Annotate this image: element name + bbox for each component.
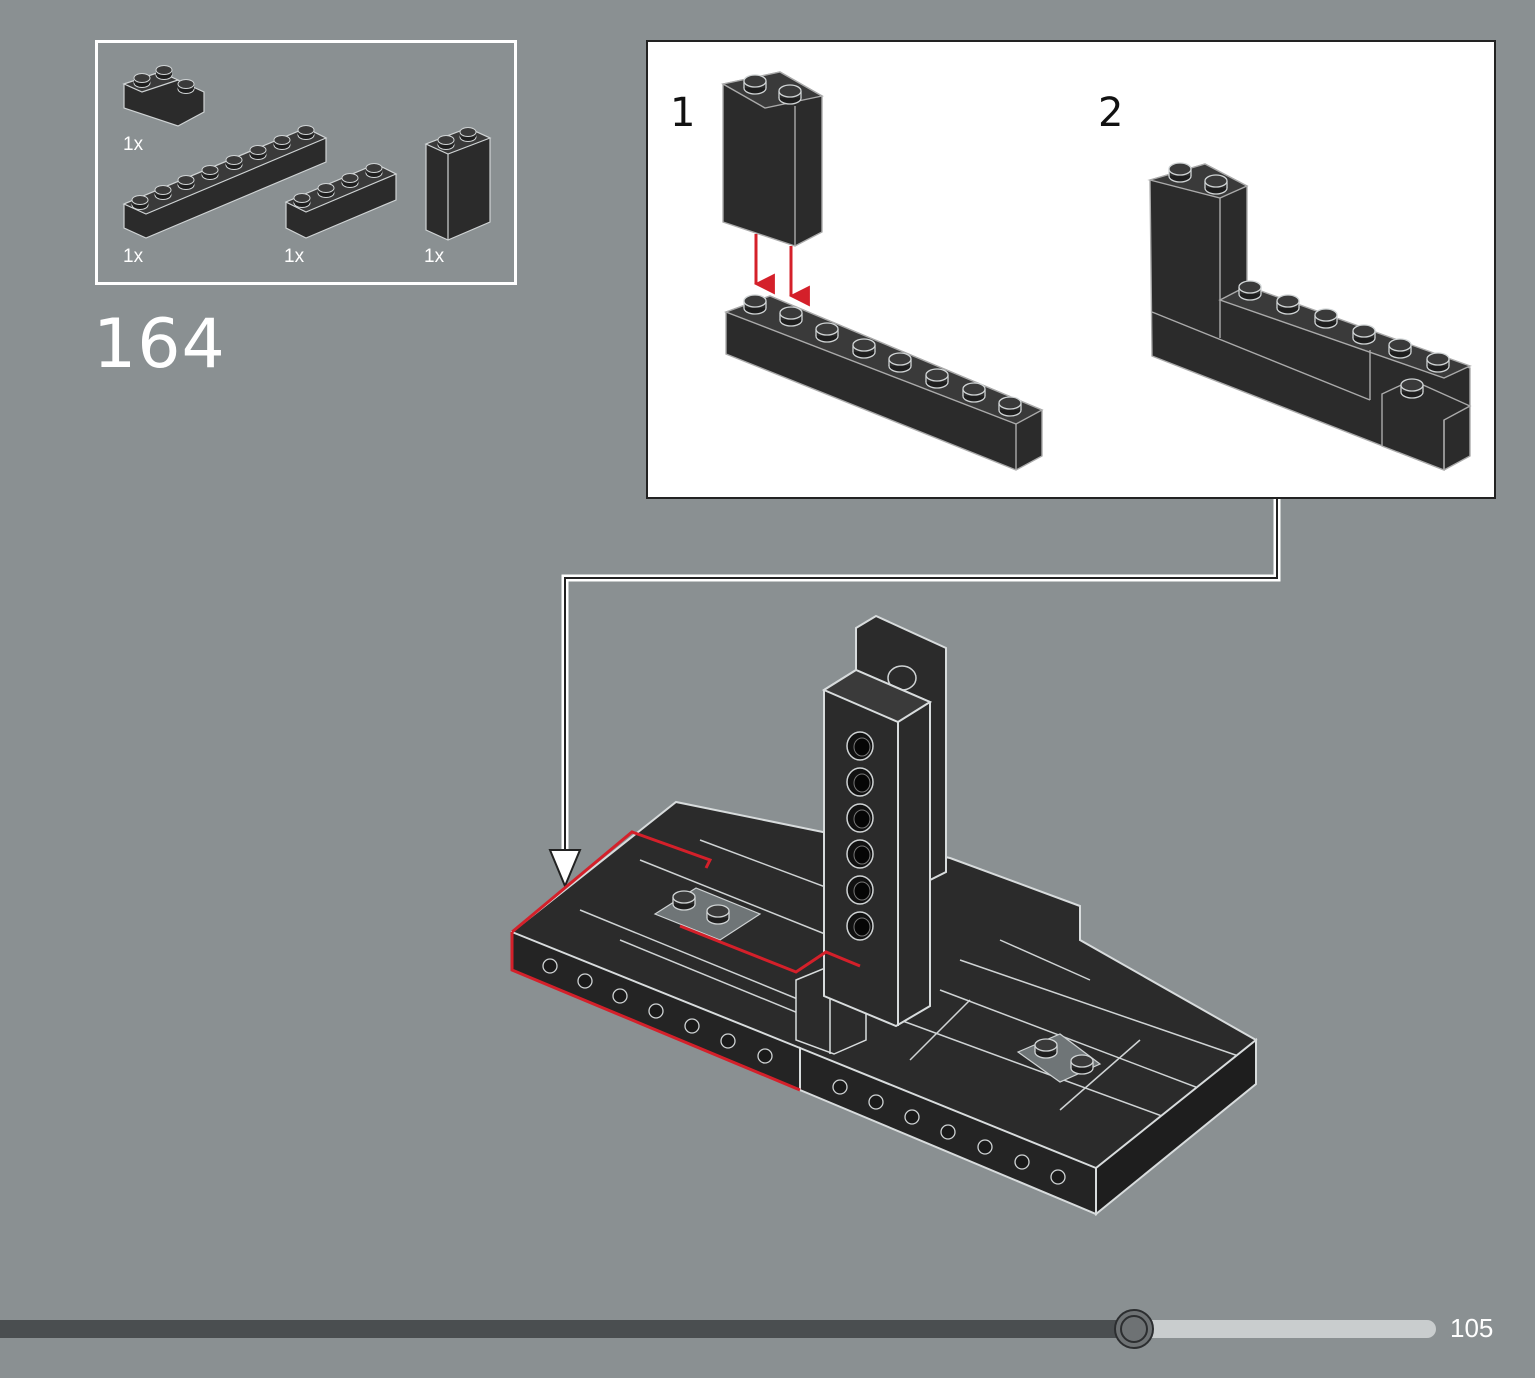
progress-thumb-icon: [1114, 1309, 1154, 1349]
part-qty: 1x: [123, 246, 144, 267]
substep-label: 2: [1098, 90, 1124, 136]
callout-arrow-icon: [548, 849, 582, 889]
part-qty: 1x: [424, 246, 445, 267]
substep-label: 1: [670, 90, 696, 136]
brick-1x8-icon: [122, 125, 328, 239]
step-number: 164: [93, 305, 226, 384]
substep-1-drawing: [721, 71, 1044, 471]
substep-2-drawing: [1147, 162, 1472, 472]
page-number: 105: [1450, 1313, 1494, 1343]
parts-list-box: [95, 40, 517, 285]
brick-1x2x3-icon: [424, 127, 492, 241]
corner-brick-icon: [122, 65, 205, 127]
progress-fill: [0, 1320, 1134, 1338]
new-part-highlight: [511, 830, 713, 934]
brick-1x4-icon: [284, 163, 398, 239]
part-qty: 1x: [123, 134, 144, 155]
main-model-drawing: [510, 614, 1258, 1217]
part-qty: 1x: [284, 246, 305, 267]
